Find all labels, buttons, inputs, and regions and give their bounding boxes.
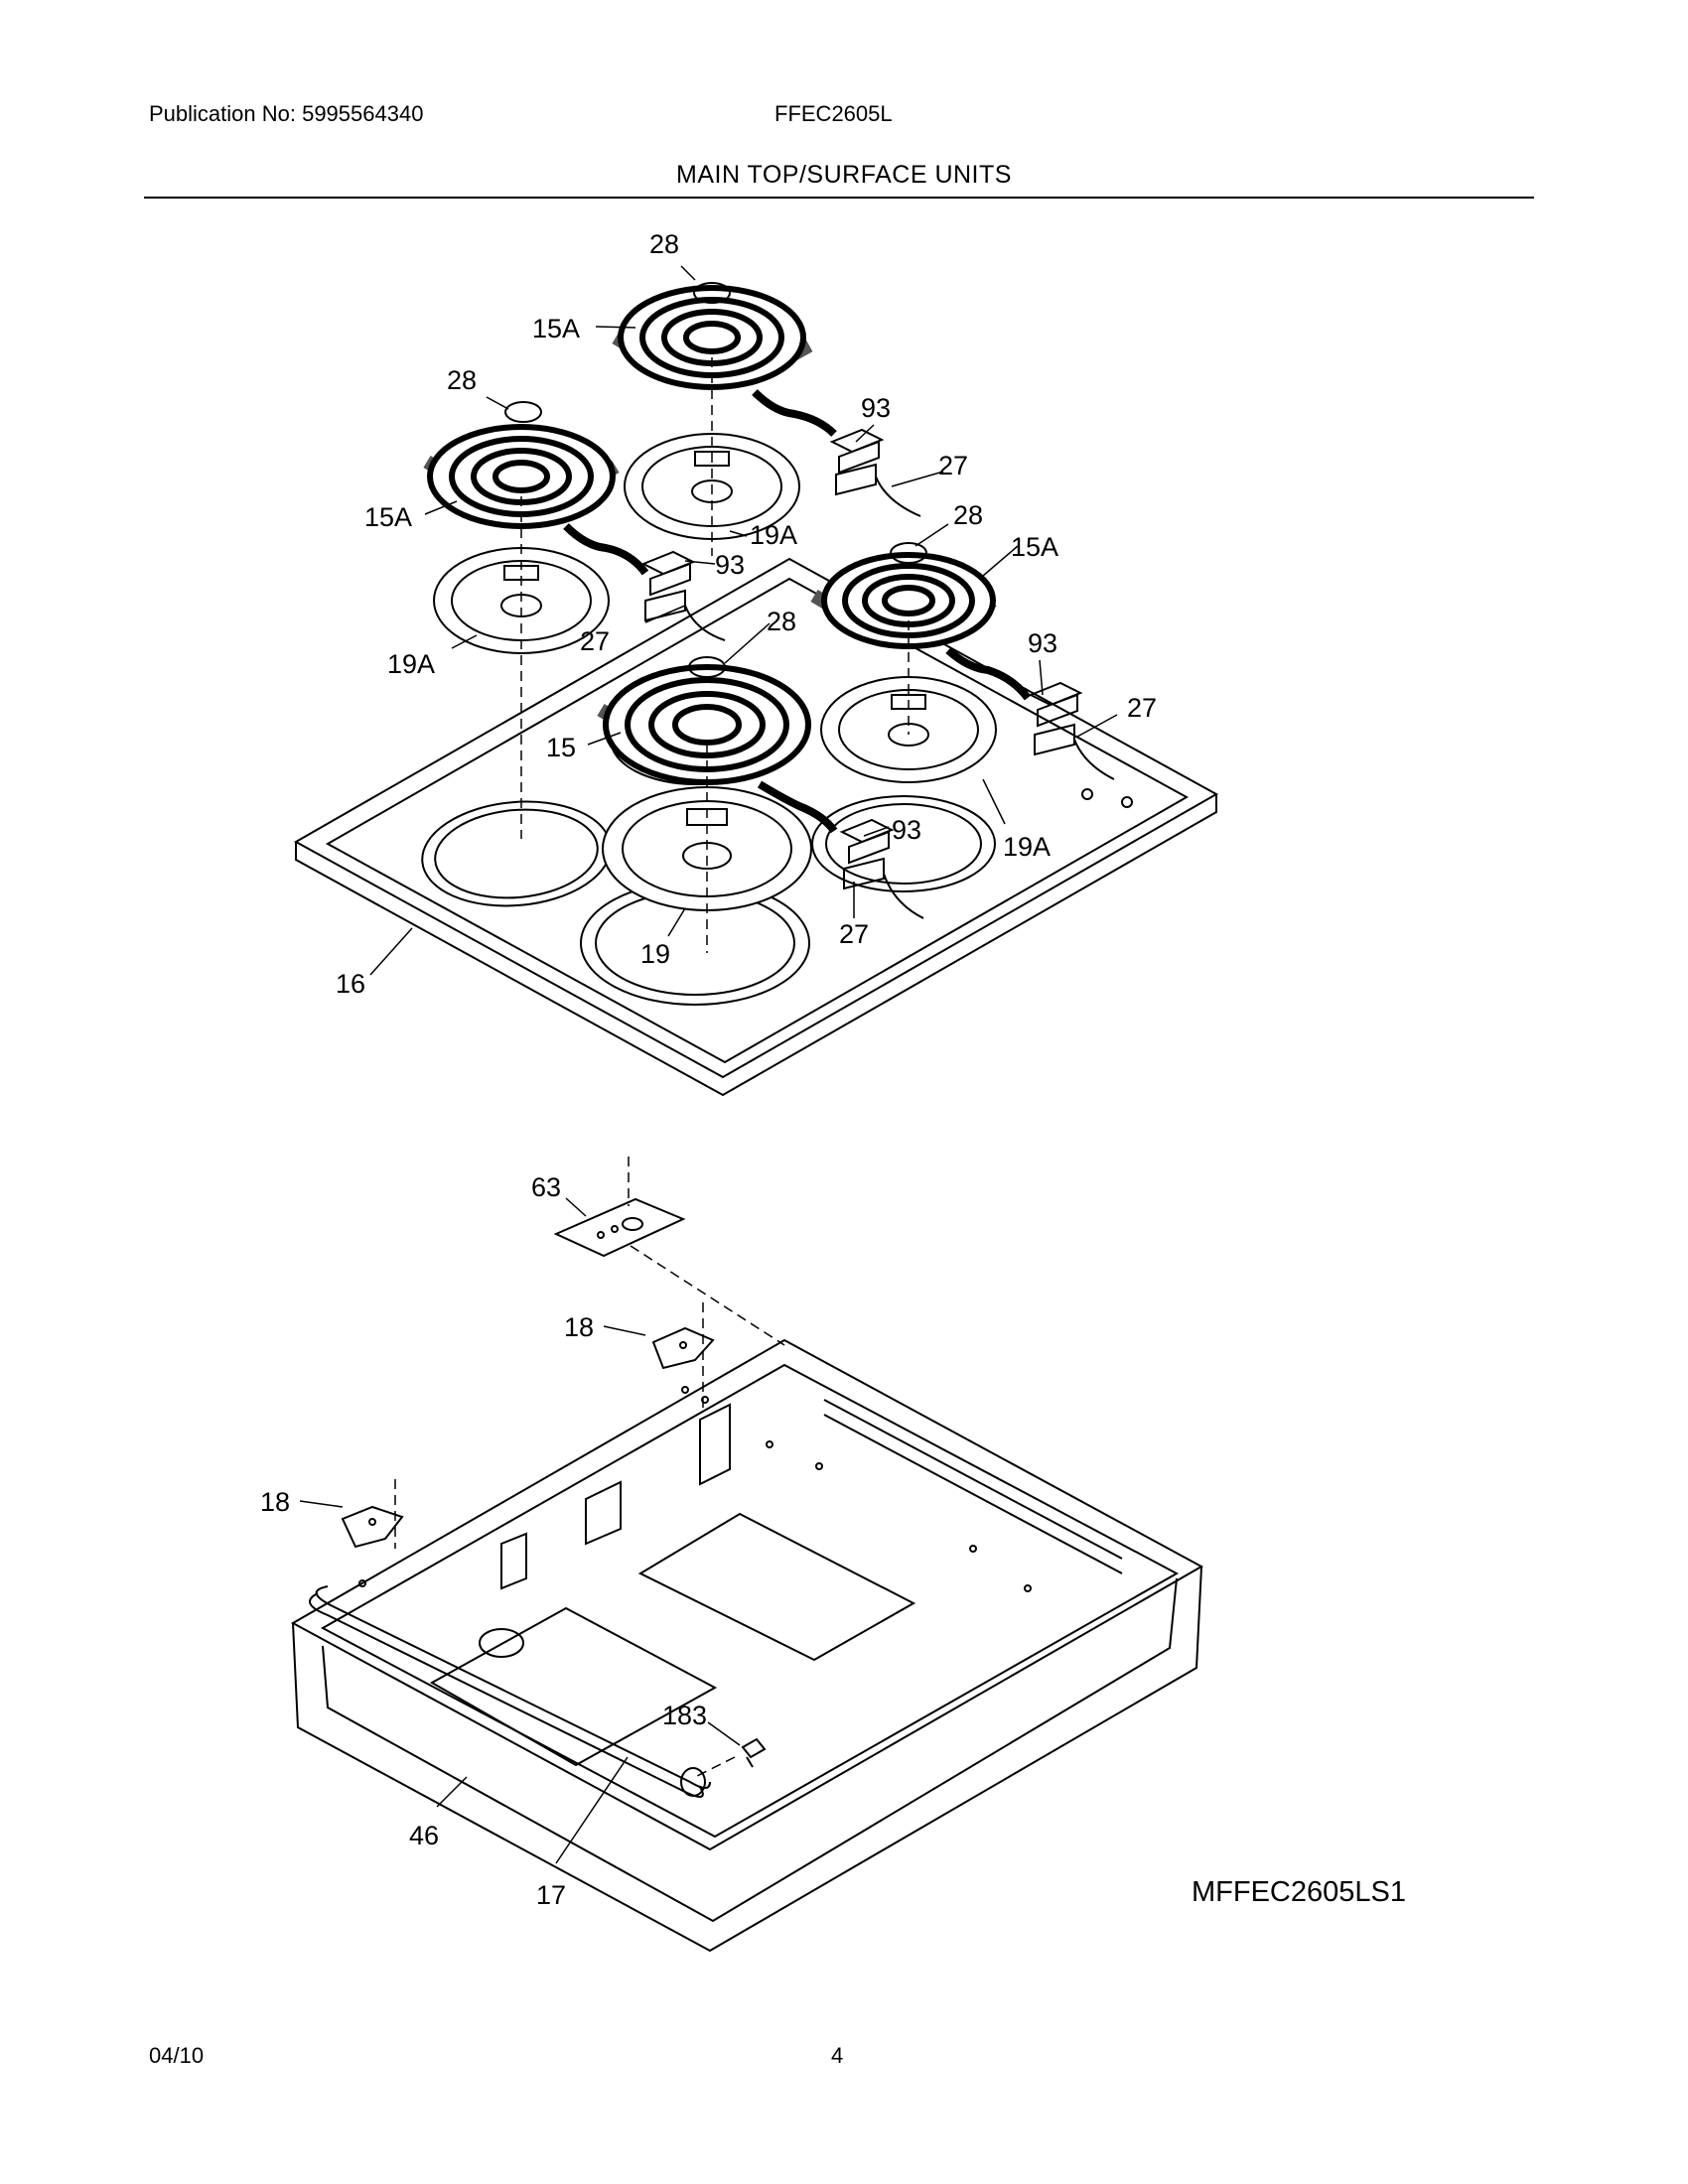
title-rule [144, 197, 1534, 199]
callout-labels: 28 15A 28 93 27 15A 19A 93 19A 27 28 15A… [260, 229, 1157, 1910]
section-title: MAIN TOP/SURFACE UNITS [676, 161, 1012, 189]
surface-element-15-front [597, 664, 838, 834]
alignment-lines-lower [394, 1157, 785, 1778]
surface-element-15a-left [423, 424, 649, 576]
tube-17 [309, 1585, 711, 1798]
page-number: 4 [831, 2043, 844, 2068]
burner-box-46 [290, 1338, 1204, 1953]
alignment-lines-upper [520, 357, 910, 953]
callout-28-right: 28 [953, 500, 983, 530]
callout-19a-left: 19A [387, 649, 435, 679]
element-cap-28-right [890, 542, 927, 564]
element-cap-28-front [688, 656, 726, 678]
callout-15-front: 15 [546, 733, 576, 762]
leader-lines-upper [369, 265, 1118, 976]
callout-15a-left: 15A [364, 502, 412, 532]
mounting-bracket-63 [553, 1197, 686, 1258]
callout-27-rear: 27 [938, 451, 968, 480]
callout-19-front: 19 [640, 939, 670, 969]
callout-93-right: 93 [1028, 628, 1057, 658]
receptacle-blocks [640, 428, 1115, 919]
callout-28-left: 28 [447, 365, 477, 395]
callout-28-rear: 28 [649, 229, 679, 259]
callout-15a-rear: 15A [532, 314, 580, 343]
callout-93-left: 93 [715, 550, 745, 580]
callout-17: 17 [536, 1880, 566, 1910]
clip-18-lower [341, 1505, 404, 1549]
drip-bowl-19a-right [820, 676, 997, 783]
callout-27-right: 27 [1127, 693, 1157, 723]
callout-19a-right: 19A [1003, 832, 1051, 862]
clip-18-upper [651, 1326, 715, 1370]
diagram-code: MFFEC2605LS1 [1192, 1876, 1406, 1908]
callout-183: 183 [662, 1701, 707, 1730]
element-cap-28-rear [693, 282, 731, 304]
callout-15a-right: 15A [1011, 532, 1058, 562]
surface-element-15a-right [810, 552, 1032, 701]
callout-46: 46 [409, 1821, 439, 1850]
publication-number: Publication No: 5995564340 [149, 101, 424, 126]
callout-93-rear: 93 [861, 393, 891, 423]
callout-28-front: 28 [767, 607, 796, 636]
footer-date: 04/10 [149, 2043, 205, 2068]
callout-27-left: 27 [580, 626, 610, 656]
fastener-183 [741, 1737, 767, 1768]
callout-19a-rear: 19A [750, 520, 797, 550]
callout-18-upper: 18 [564, 1312, 594, 1342]
callout-93-front: 93 [892, 815, 921, 845]
callout-27-front: 27 [839, 919, 869, 949]
model-number: FFEC2605L [774, 101, 893, 126]
leader-lines-lower [299, 1197, 741, 1864]
callout-63: 63 [531, 1172, 561, 1202]
element-cap-28-left [504, 401, 542, 423]
callout-16: 16 [336, 969, 365, 999]
surface-element-15a-rear [612, 285, 837, 437]
callout-18-lower: 18 [260, 1487, 290, 1517]
